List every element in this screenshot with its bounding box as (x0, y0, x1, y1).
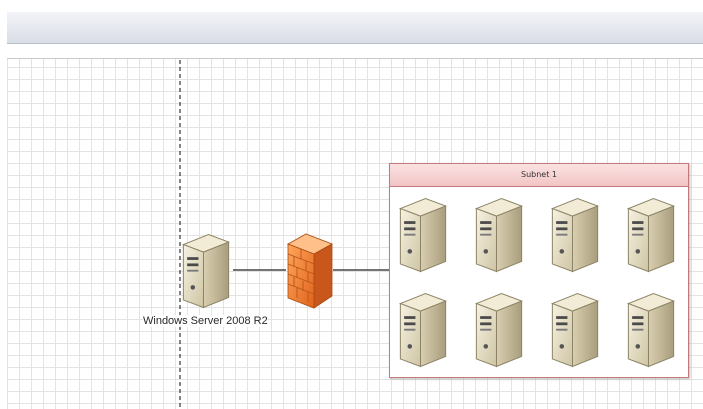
server-icon[interactable] (623, 291, 679, 369)
server-icon[interactable] (471, 291, 527, 369)
server-icon[interactable] (471, 196, 527, 274)
server-icon[interactable] (623, 196, 679, 274)
server-label: Windows Server 2008 R2 (143, 315, 268, 327)
server-icon[interactable] (395, 196, 451, 274)
subnet-title: Subnet 1 (390, 164, 688, 187)
server-icon[interactable] (547, 196, 603, 274)
server-icon[interactable] (178, 232, 234, 310)
server-icon[interactable] (547, 291, 603, 369)
firewall-icon[interactable] (284, 232, 336, 310)
ribbon-toolbar (7, 12, 703, 44)
server-icon[interactable] (395, 291, 451, 369)
